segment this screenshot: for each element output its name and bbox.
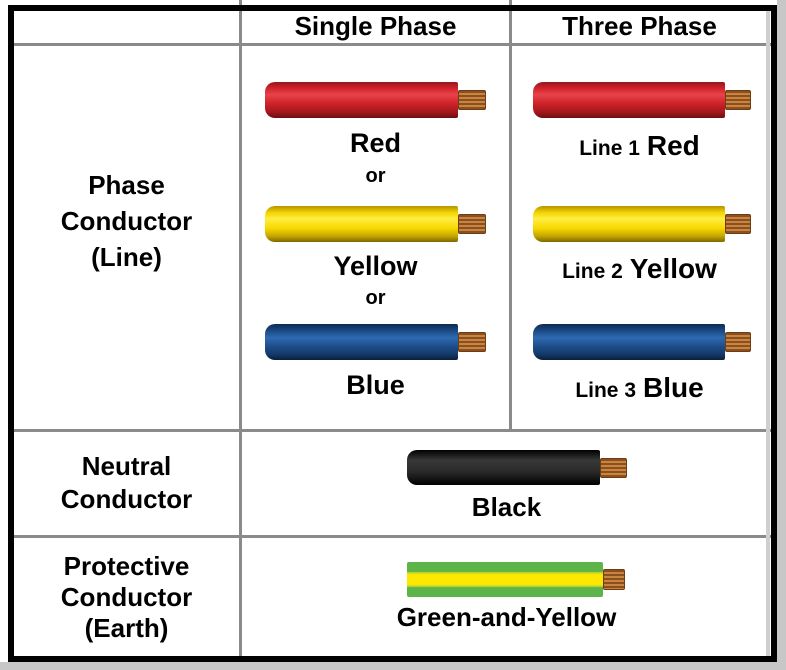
or-separator-1: or xyxy=(365,165,386,187)
copper-tip-icon xyxy=(725,214,751,234)
inner-right-line xyxy=(766,11,770,656)
three-phase-line1-label: Line 1 Red xyxy=(512,130,767,162)
copper-tip-icon xyxy=(725,332,751,352)
protective-conductor-label: Protective Conductor (Earth) xyxy=(14,551,239,644)
single-phase-blue-label: Blue xyxy=(346,370,405,400)
neutral-label-line1: Neutral xyxy=(81,451,172,481)
earth-color-label: Green-and-Yellow xyxy=(396,602,617,632)
or-separator-2: or xyxy=(365,287,386,309)
copper-tip-icon xyxy=(603,569,625,590)
copper-tip-icon xyxy=(458,332,486,352)
earth-green-yellow-wire xyxy=(407,562,625,597)
copper-tip-icon xyxy=(458,90,486,110)
earth-label-line1: Protective xyxy=(63,551,190,581)
phase-label-line2: Conductor xyxy=(60,206,193,236)
line1-color: Red xyxy=(646,130,700,161)
green-yellow-insulation xyxy=(407,562,603,597)
three-phase-header: Three Phase xyxy=(562,11,717,41)
three-phase-line2-wire xyxy=(533,206,751,242)
copper-tip-icon xyxy=(725,90,751,110)
yellow-insulation xyxy=(265,206,458,242)
three-phase-line2-label: Line 2 Yellow xyxy=(512,253,767,285)
blue-insulation xyxy=(265,324,458,360)
phase-label-line1: Phase xyxy=(88,170,165,200)
copper-tip-icon xyxy=(458,214,486,234)
single-phase-blue-wire xyxy=(265,324,486,360)
single-phase-yellow-wire xyxy=(265,206,486,242)
red-insulation xyxy=(533,82,725,118)
single-phase-header: Single Phase xyxy=(294,11,457,41)
blue-insulation xyxy=(533,324,725,360)
neutral-color-label: Black xyxy=(471,492,542,522)
three-phase-line3-wire xyxy=(533,324,751,360)
neutral-black-wire xyxy=(407,450,627,485)
earth-label-line2: Conductor xyxy=(60,582,193,612)
single-phase-red-label: Red xyxy=(349,128,401,158)
copper-tip-icon xyxy=(600,457,627,478)
neutral-label-line2: Conductor xyxy=(60,484,193,514)
single-phase-red-wire xyxy=(265,82,486,118)
header-divider xyxy=(14,43,771,46)
yellow-insulation xyxy=(533,206,725,242)
neutral-conductor-label: Neutral Conductor xyxy=(14,450,239,516)
line3-prefix: Line 3 xyxy=(575,379,636,402)
page-edge-bottom xyxy=(0,662,786,670)
earth-label-line3: (Earth) xyxy=(84,613,169,643)
phase-conductor-label: Phase Conductor (Line) xyxy=(14,167,239,275)
three-phase-line1-wire xyxy=(533,82,751,118)
phase-label-line3: (Line) xyxy=(91,242,162,272)
line1-prefix: Line 1 xyxy=(579,137,640,160)
single-phase-yellow-label: Yellow xyxy=(333,251,418,281)
line2-prefix: Line 2 xyxy=(562,260,623,283)
row-divider-neutral xyxy=(14,429,771,432)
page-edge-right xyxy=(777,0,786,670)
row-divider-earth xyxy=(14,535,771,538)
three-phase-line3-label: Line 3 Blue xyxy=(512,372,767,404)
line2-color: Yellow xyxy=(629,253,717,284)
black-insulation xyxy=(407,450,600,485)
line3-color: Blue xyxy=(643,372,704,403)
red-insulation xyxy=(265,82,458,118)
column-divider-phase xyxy=(509,0,512,430)
column-divider-label xyxy=(239,0,242,656)
